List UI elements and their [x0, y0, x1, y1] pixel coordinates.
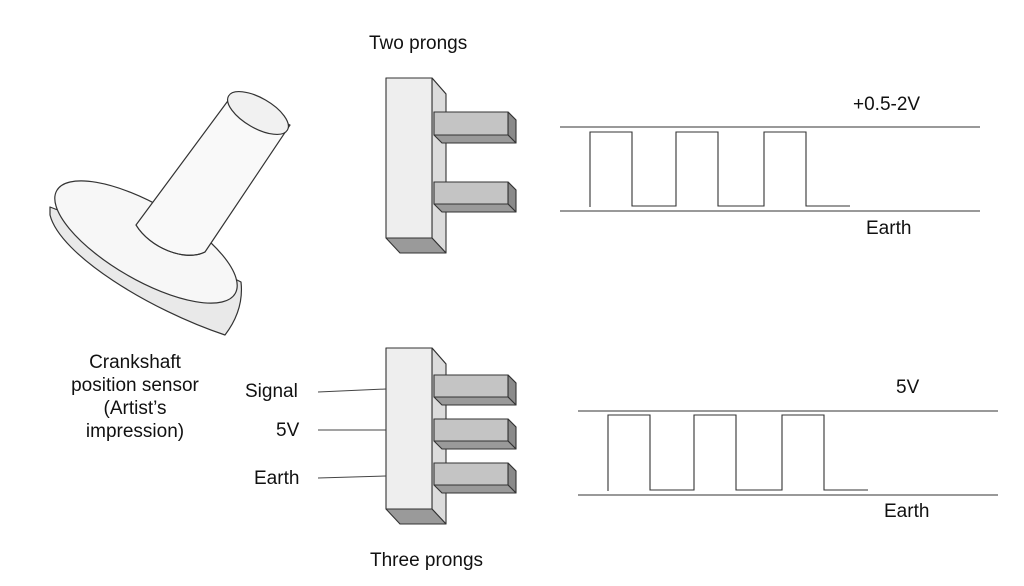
connector-base [385, 237, 447, 254]
pin-5v-label: 5V [276, 420, 300, 441]
leader-earth [317, 475, 387, 479]
bottom-earth-label: Earth [884, 501, 930, 522]
prong [433, 181, 517, 213]
top-waveform [560, 126, 980, 212]
prong [433, 111, 517, 144]
sensor-caption-line: Crankshaft [89, 352, 181, 373]
connector-front-face [385, 77, 433, 239]
two-prongs-label: Two prongs [369, 33, 468, 54]
top-high-voltage-label: +0.5-2V [853, 94, 921, 115]
two-prong-connector [385, 77, 517, 254]
leader-signal [317, 388, 387, 393]
top-square-wave [589, 131, 850, 207]
prong [433, 462, 517, 494]
pin-signal-label: Signal [245, 381, 298, 402]
bottom-square-wave [607, 414, 868, 491]
connector-front-face [385, 347, 433, 510]
sensor-caption-line: impression) [85, 421, 185, 442]
pin-leaders [317, 388, 387, 479]
sensor-shaft-cap [227, 91, 289, 135]
connector-side-face [431, 77, 447, 254]
bottom-waveform [578, 410, 998, 496]
pin-earth-label: Earth [254, 468, 300, 489]
connector-base [385, 508, 447, 525]
three-prong-connector [385, 347, 517, 525]
prong [433, 374, 517, 406]
prong [433, 418, 517, 450]
three-prongs-label: Three prongs [370, 550, 484, 571]
sensor-shaft-base [135, 224, 206, 256]
bottom-high-voltage-label: 5V [896, 377, 920, 398]
sensor-illustration [49, 91, 291, 336]
sensor-caption: Crankshaft position sensor (Artist’s imp… [50, 351, 220, 443]
top-earth-label: Earth [866, 218, 912, 239]
sensor-caption-line: (Artist’s [103, 398, 167, 419]
sensor-caption-line: position sensor [71, 375, 199, 396]
